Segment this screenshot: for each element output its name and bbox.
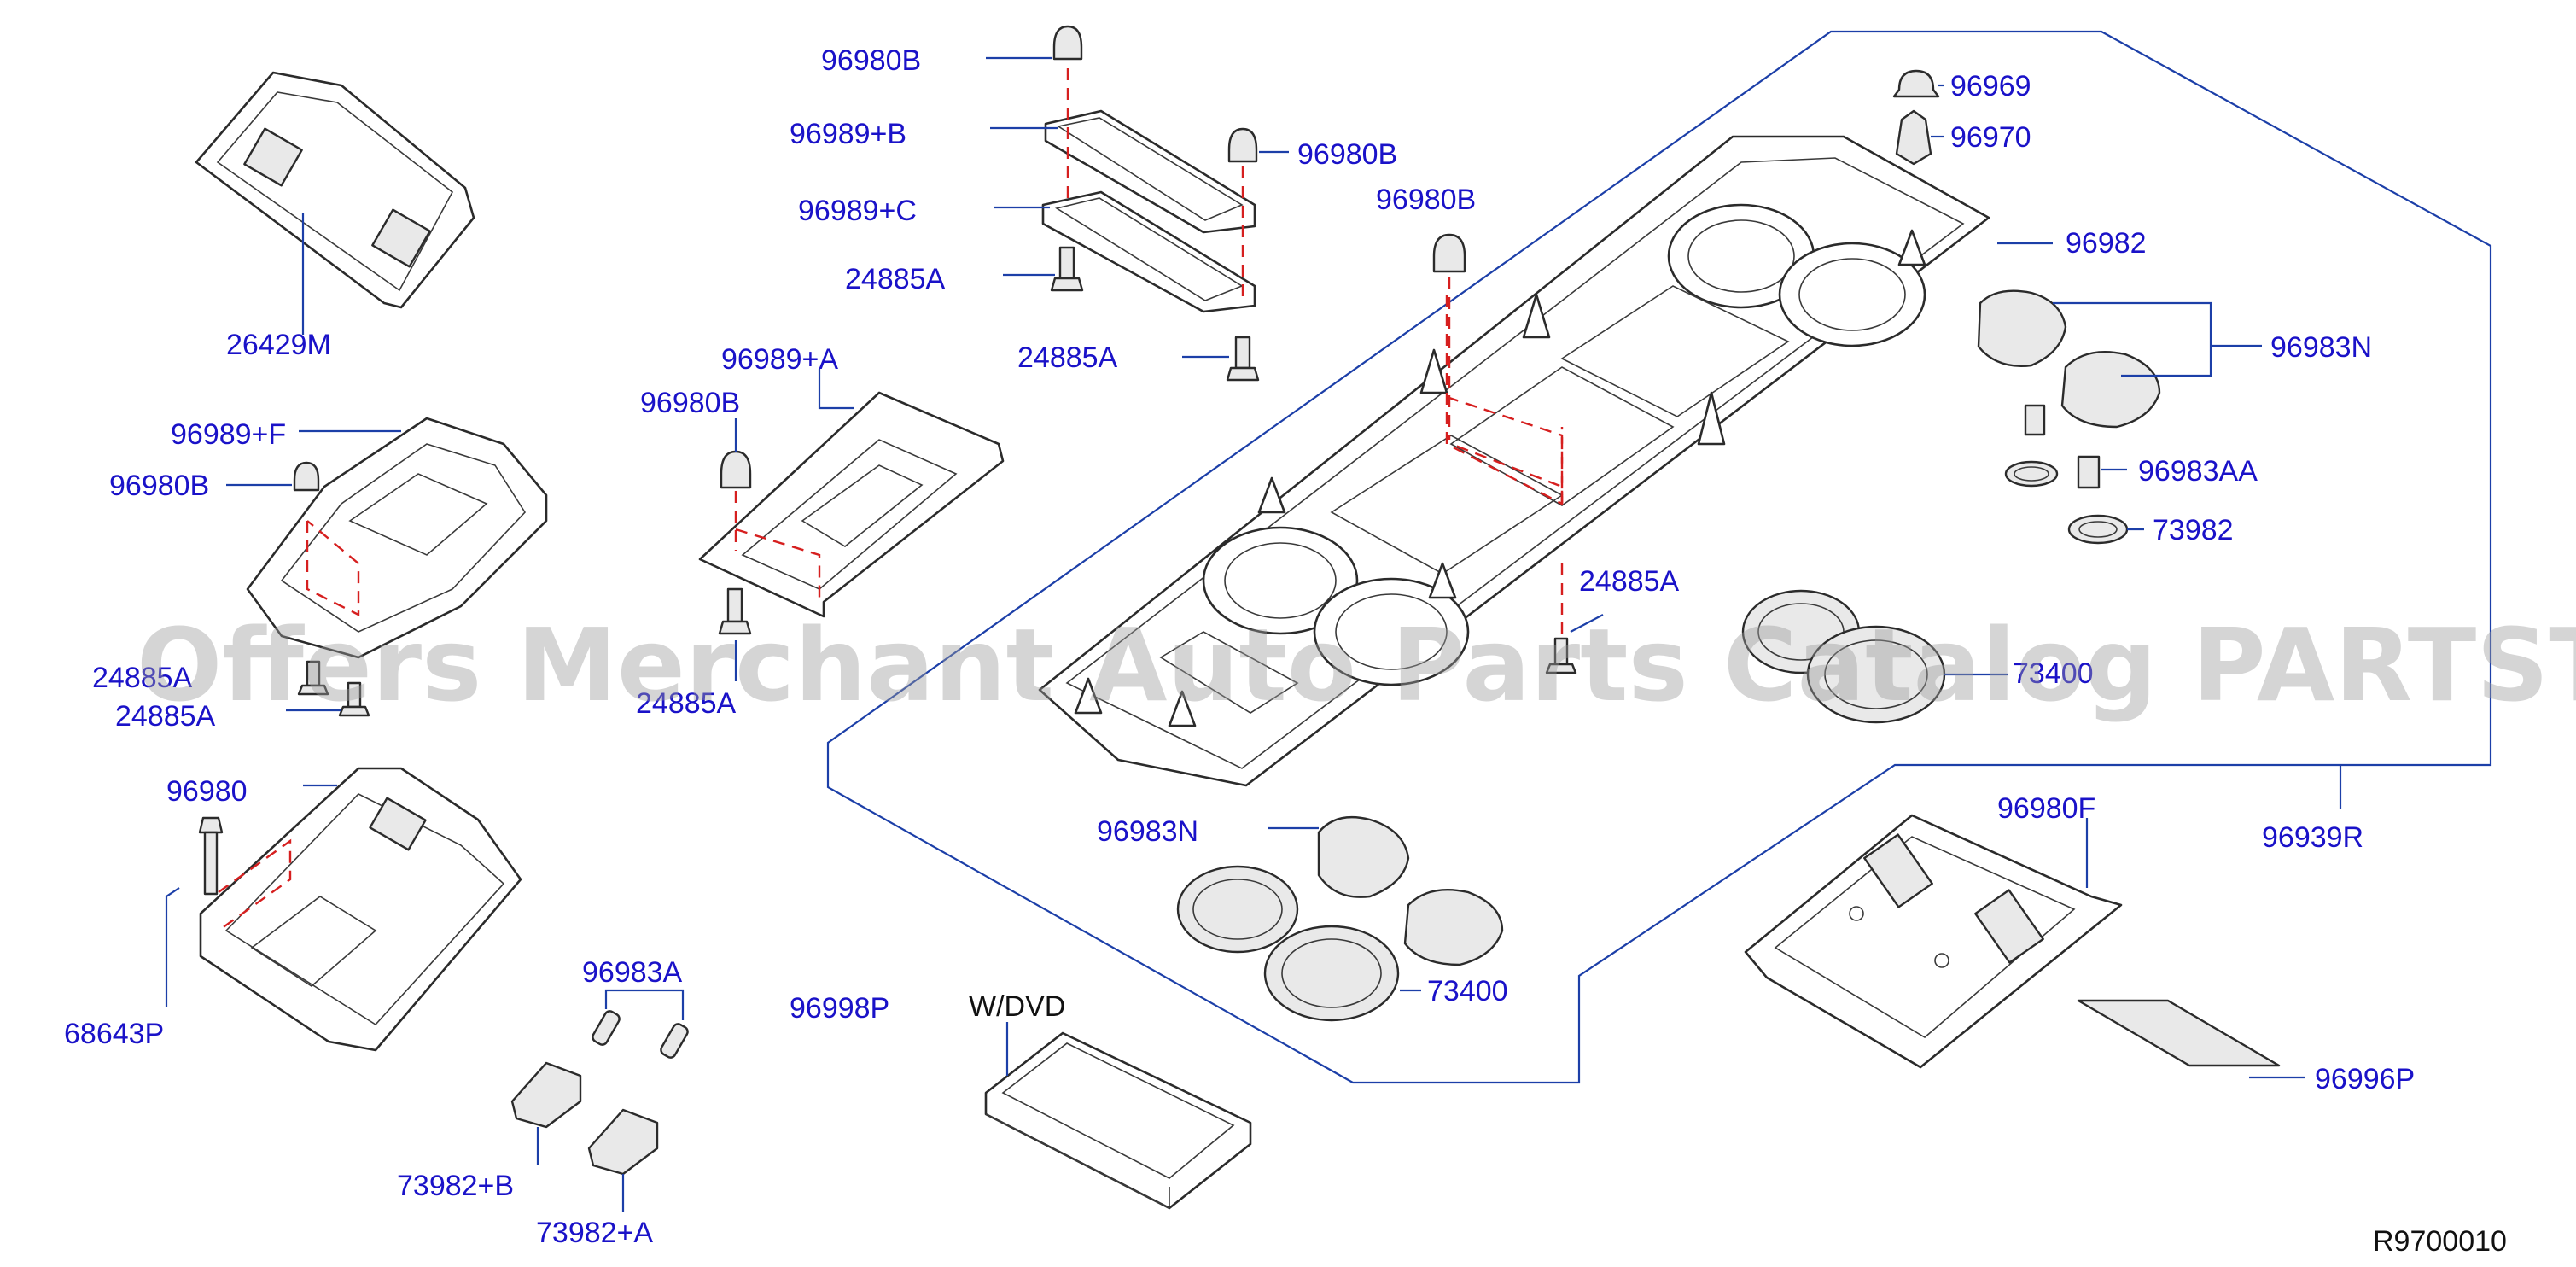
label-73400-right: 73400 <box>2013 657 2094 690</box>
label-24885A-top1: 24885A <box>845 263 946 295</box>
label-96989A: 96989+A <box>721 343 838 376</box>
label-96939R: 96939R <box>2262 821 2363 854</box>
label-26429M: 26429M <box>226 329 331 361</box>
label-96989F: 96989+F <box>171 418 286 451</box>
label-96983AA: 96983AA <box>2138 455 2258 488</box>
lens-73400-right-part <box>1741 589 1946 724</box>
clip-96980B-topright <box>1227 127 1258 163</box>
label-24885A-console: 24885A <box>1579 565 1680 598</box>
watermark-text: Offers Merchant Auto Parts Catalog PARTS… <box>137 606 2576 724</box>
bracket-96989B-part <box>1044 109 1256 234</box>
bulb-96983A-part <box>592 1010 689 1059</box>
label-w-dvd: W/DVD <box>969 990 1065 1023</box>
label-96982: 96982 <box>2066 227 2147 260</box>
clip-96980B-plate <box>720 450 752 489</box>
room-lamp-96980-part <box>199 767 522 1052</box>
lamp-socket-96983N-right <box>1977 289 2161 489</box>
screw-24885A-top2 <box>1226 336 1260 382</box>
screw-24885A-console <box>1545 637 1577 674</box>
lens-73982A-part <box>587 1108 659 1176</box>
label-68643P: 68643P <box>64 1018 164 1050</box>
screw-24885A-plate <box>718 587 752 635</box>
label-96970: 96970 <box>1950 121 2031 154</box>
label-96983N-bottom: 96983N <box>1097 815 1198 848</box>
screw-24885A-left2 <box>338 681 370 717</box>
label-96983A: 96983A <box>582 956 683 989</box>
label-96980B-top: 96980B <box>821 44 921 77</box>
lens-73982B-part <box>510 1061 582 1129</box>
label-96996P: 96996P <box>2315 1063 2415 1095</box>
label-24885A-left2: 24885A <box>115 700 216 733</box>
label-73982A: 73982+A <box>536 1217 653 1249</box>
label-24885A-top2: 24885A <box>1017 342 1118 374</box>
label-96980B-plate: 96980B <box>640 387 740 419</box>
clip-96980B-top <box>1052 25 1083 61</box>
label-96980B-left: 96980B <box>109 470 209 502</box>
label-24885A-left1: 24885A <box>92 662 193 694</box>
diagram-code: R9700010 <box>2373 1225 2507 1258</box>
label-96998P: 96998P <box>790 992 889 1025</box>
plate-26429M-part <box>195 71 475 309</box>
label-96980B-topright: 96980B <box>1297 138 1397 171</box>
label-73982: 73982 <box>2153 514 2234 546</box>
map-lamp-96980F-part <box>1744 814 2123 1069</box>
clip-96980B-center <box>1432 233 1466 273</box>
plate-96989A-part <box>698 391 1005 618</box>
clip-96980B-left <box>293 461 320 492</box>
label-73400-bottom: 73400 <box>1427 975 1508 1007</box>
label-96983N-right: 96983N <box>2270 331 2372 364</box>
label-96989C: 96989+C <box>798 195 917 227</box>
lamp-socket-96983N-bottom <box>1317 816 1504 966</box>
clip-96969-part <box>1892 69 1944 98</box>
label-96980F: 96980F <box>1997 792 2095 825</box>
label-96980: 96980 <box>166 775 248 808</box>
clip-96970-part <box>1895 109 1944 166</box>
assembly-boundary <box>826 30 2492 1084</box>
label-73982B: 73982+B <box>397 1170 514 1202</box>
lens-73982-part <box>2004 460 2129 545</box>
screw-24885A-top1 <box>1050 246 1084 292</box>
lens-73400-bottom-part <box>1176 865 1400 1022</box>
dvd-module-96998P-part <box>984 1031 1252 1210</box>
label-24885A-plate: 24885A <box>636 687 737 720</box>
label-96969: 96969 <box>1950 70 2031 102</box>
label-96989B: 96989+B <box>790 118 906 150</box>
screw-24885A-left1 <box>297 660 329 696</box>
label-96980B-mid: 96980B <box>1376 184 1476 216</box>
bolt-68643P-part <box>198 816 224 896</box>
pad-96996P-part <box>2077 999 2281 1067</box>
